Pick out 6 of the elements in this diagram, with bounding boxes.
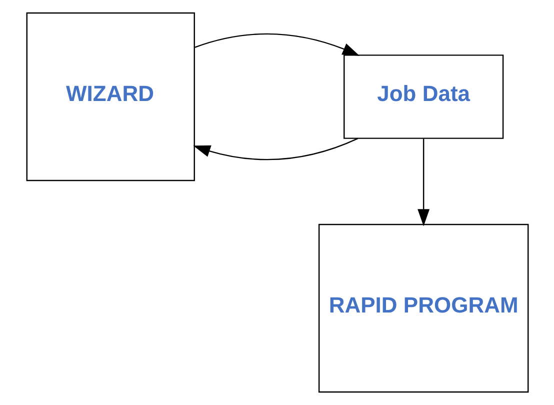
node-box: Job Data xyxy=(343,54,504,139)
arrow xyxy=(192,138,358,160)
arrow xyxy=(417,138,430,226)
arrow xyxy=(194,33,360,56)
node-box: WIZARD xyxy=(26,12,194,182)
node-box: RAPID PROGRAM xyxy=(318,224,528,393)
